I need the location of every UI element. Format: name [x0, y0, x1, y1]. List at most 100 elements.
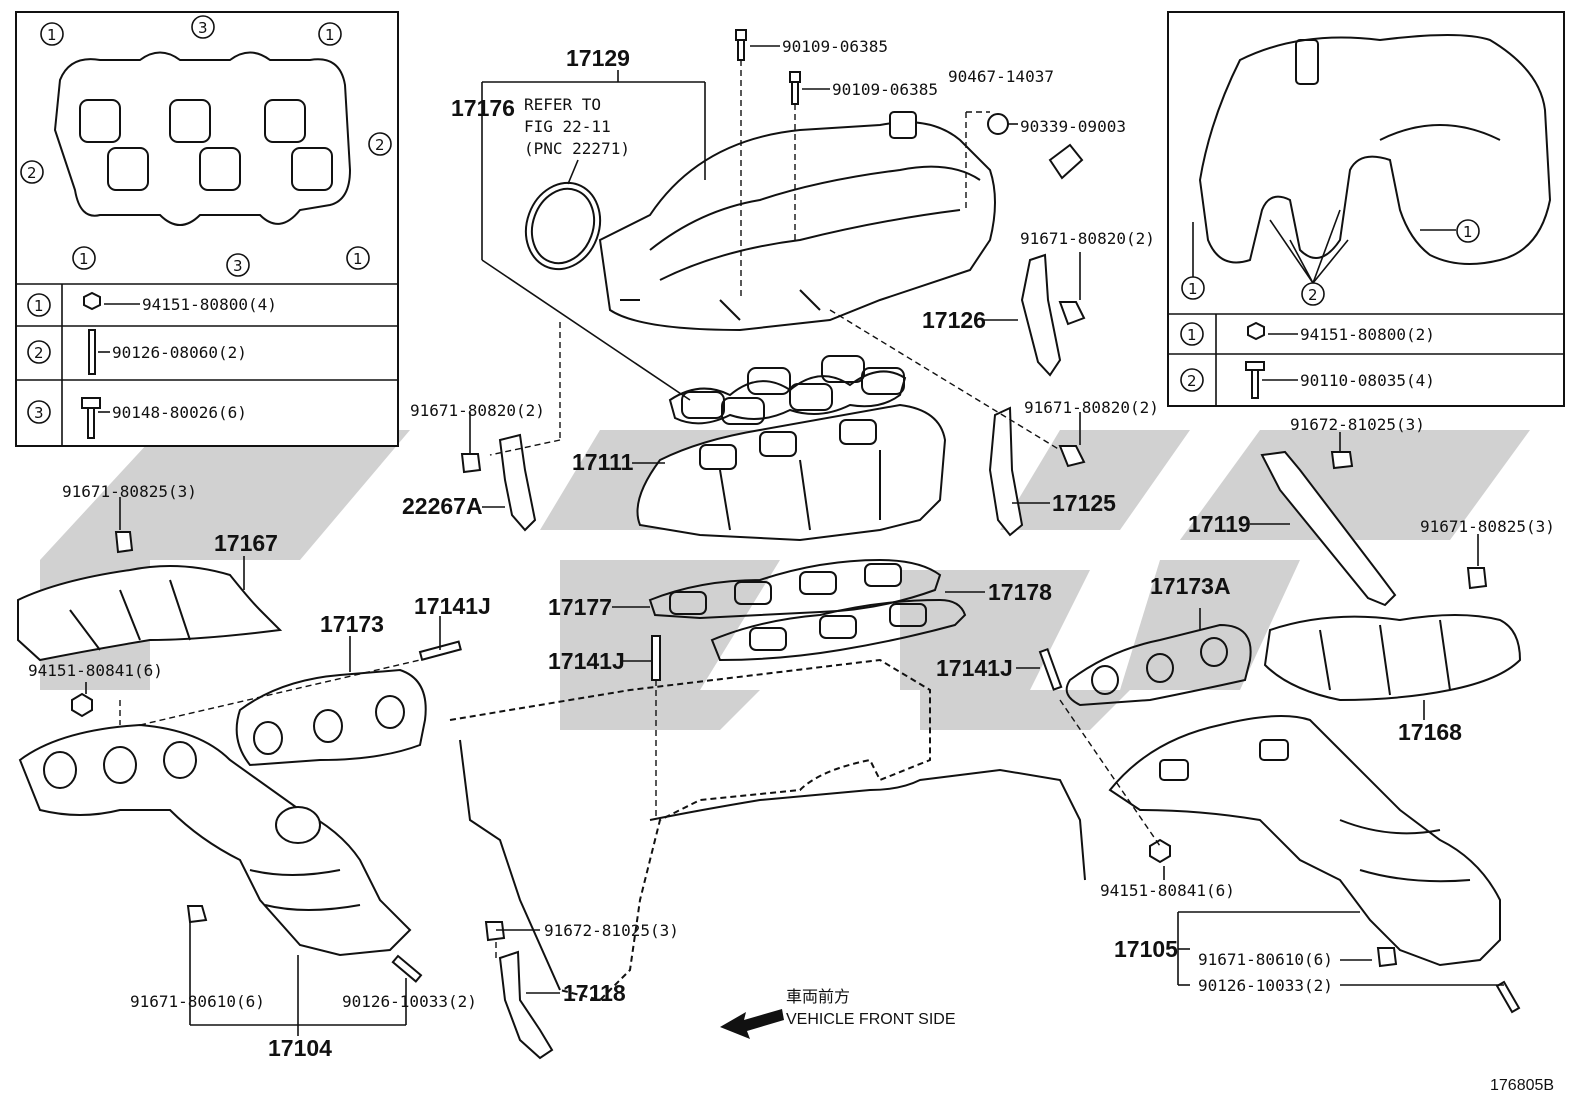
intake-gaskets-lower — [648, 558, 967, 662]
bolt-labels: 90109-06385 90109-06385 90467-14037 9033… — [28, 37, 1555, 1011]
clip-icon-90467 — [987, 113, 1009, 135]
bolt-label-91671-80610-right: 91671-80610(6) — [1198, 950, 1333, 969]
svg-text:2: 2 — [34, 344, 44, 362]
svg-text:90110-08035(4): 90110-08035(4) — [1300, 371, 1435, 390]
left-table-row-1: 1 94151-80800(4) — [27, 291, 277, 317]
part-17173A: 17173A — [1150, 573, 1231, 599]
right-table-row-1: 1 94151-80800(2) — [1180, 321, 1435, 346]
bolt-icon-17168 — [1466, 567, 1488, 590]
stud-icon-left-converter — [391, 954, 423, 983]
callout-1-bottom-left: 1 — [72, 246, 96, 270]
nut-icon-right — [1149, 838, 1171, 864]
svg-text:1: 1 — [1188, 280, 1198, 298]
svg-text:1: 1 — [34, 297, 44, 315]
bolt-icon-top-2 — [789, 71, 801, 105]
callout-2-right: 2 — [368, 132, 392, 156]
exhaust-gasket-17173 — [235, 668, 427, 767]
svg-text:2: 2 — [1308, 286, 1318, 304]
bolt-label-91672-81025-bottom: 91672-81025(3) — [544, 921, 679, 940]
svg-text:1: 1 — [47, 26, 57, 44]
bolt-label-90126-10033-left: 90126-10033(2) — [342, 992, 477, 1011]
svg-text:FIG 22-11: FIG 22-11 — [524, 117, 611, 136]
svg-text:(PNC 22271): (PNC 22271) — [524, 139, 630, 158]
callout-2-inset: 2 — [1301, 282, 1325, 306]
svg-text:90126-08060(2): 90126-08060(2) — [112, 343, 247, 362]
bolt-label-91671-80610-left: 91671-80610(6) — [130, 992, 265, 1011]
exhaust-manifold-converter-17105 — [1108, 715, 1501, 967]
bracket-17118 — [498, 950, 554, 1060]
bracket-17125 — [988, 406, 1024, 537]
bolt-label-90109-top: 90109-06385 — [782, 37, 888, 56]
svg-text:3: 3 — [233, 257, 243, 275]
part-17111: 17111 — [572, 449, 634, 475]
bolt-icon-right-converter — [1376, 947, 1398, 968]
diagram-code: 176805B — [1490, 1077, 1554, 1094]
part-17141J-left: 17141J — [414, 593, 491, 619]
bolt-icon-top-1 — [735, 29, 747, 61]
svg-text:2: 2 — [27, 164, 37, 182]
svg-text:3: 3 — [34, 404, 44, 422]
throttle-gasket-ring — [524, 181, 602, 271]
svg-text:3: 3 — [198, 19, 208, 37]
part-17173: 17173 — [320, 611, 384, 637]
part-17119: 17119 — [1188, 511, 1251, 537]
part-22267A: 22267A — [402, 493, 483, 519]
svg-text:2: 2 — [375, 136, 385, 154]
part-17176: 17176 — [451, 95, 515, 121]
part-17126: 17126 — [922, 307, 986, 333]
bracket-22267A — [498, 433, 537, 532]
bolt-icon-left-converter — [186, 905, 208, 924]
cap-icon-90339 — [1048, 143, 1084, 180]
svg-text:VEHICLE FRONT SIDE: VEHICLE FRONT SIDE — [786, 1011, 956, 1028]
bolt-icon-17126 — [1058, 301, 1086, 326]
bolt-label-91671-80825-left: 91671-80825(3) — [62, 482, 197, 501]
bolt-label-91671-80825-right: 91671-80825(3) — [1420, 517, 1555, 536]
bolt-label-90467: 90467-14037 — [948, 67, 1054, 86]
bolt-icon-22267A — [460, 453, 482, 474]
intake-manifold-upper — [598, 111, 996, 332]
bolt-label-91672-81025-right: 91672-81025(3) — [1290, 415, 1425, 434]
bracket-17119 — [1260, 450, 1397, 607]
leader-lines — [85, 45, 1504, 1036]
svg-text:1: 1 — [1187, 326, 1197, 344]
part-17177: 17177 — [548, 594, 612, 620]
stud-icon-17141J-center — [651, 635, 661, 681]
svg-text:1: 1 — [79, 250, 89, 268]
svg-text:車両前方: 車両前方 — [786, 988, 850, 1006]
part-17167: 17167 — [214, 530, 278, 556]
svg-text:94151-80800(2): 94151-80800(2) — [1300, 325, 1435, 344]
callout-2-left: 2 — [20, 160, 44, 184]
vehicle-front-arrow-icon — [720, 1009, 784, 1039]
heat-insulator-17167 — [17, 565, 283, 662]
stud-icon-17141J-right — [1038, 647, 1063, 691]
bolt-icon-17118 — [484, 921, 506, 942]
callout-3-top: 3 — [191, 15, 215, 39]
watermark-logo — [40, 430, 1530, 730]
stud-icon-right-converter — [1495, 980, 1521, 1014]
bolt-label-94151-80841-left: 94151-80841(6) — [28, 661, 163, 680]
bolt-label-90339: 90339-09003 — [1020, 117, 1126, 136]
right-table-row-2: 2 90110-08035(4) — [1180, 361, 1435, 399]
svg-text:1: 1 — [353, 250, 363, 268]
bolt-label-94151-80841-right: 94151-80841(6) — [1100, 881, 1235, 900]
bolt-label-90109-second: 90109-06385 — [832, 80, 938, 99]
bolt-icon-17167 — [114, 531, 134, 554]
part-17141J-right: 17141J — [936, 655, 1013, 681]
svg-text:94151-80800(4): 94151-80800(4) — [142, 295, 277, 314]
part-17129: 17129 — [566, 45, 630, 71]
bolt-label-91671-80820-c: 91671-80820(2) — [410, 401, 545, 420]
callout-3-bottom: 3 — [226, 253, 250, 277]
bolt-label-91671-80820-b: 91671-80820(2) — [1024, 398, 1159, 417]
part-17105: 17105 — [1114, 936, 1178, 962]
left-table-row-3: 3 90148-80026(6) — [27, 397, 247, 439]
vehicle-front-label: 車両前方 VEHICLE FRONT SIDE — [786, 988, 956, 1028]
callout-1-inset-left: 1 — [1181, 276, 1205, 300]
callout-1-top-right: 1 — [318, 22, 342, 46]
plenum-gasket — [668, 355, 907, 425]
exhaust-gasket-17173A — [1065, 623, 1252, 707]
bolt-icon-17119 — [1330, 451, 1354, 470]
part-labels: 17129 17176 17126 17111 22267A 17125 171… — [214, 45, 1462, 1061]
callout-1-bottom-right: 1 — [346, 246, 370, 270]
intake-gasket-inset — [53, 51, 352, 226]
